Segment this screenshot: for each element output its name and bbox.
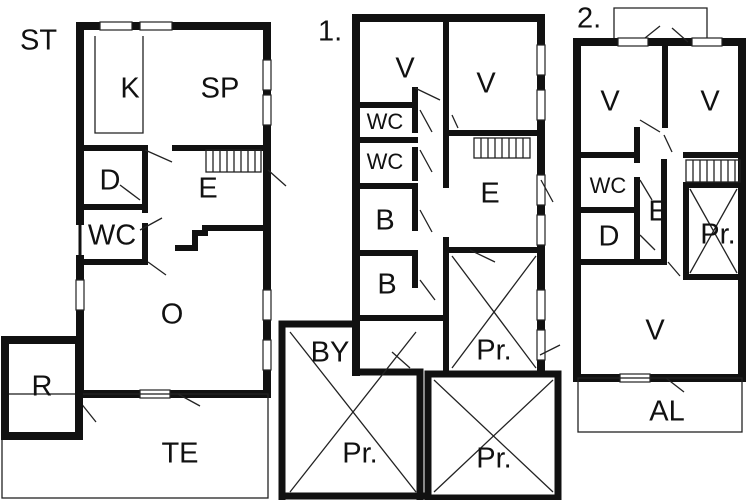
room-label-wc-2: WC: [367, 149, 404, 174]
room-label-terrace: TE: [161, 438, 198, 470]
room-label-hall: E: [480, 178, 499, 210]
room-label-wc: WC: [88, 220, 136, 252]
room-label-d: D: [599, 221, 620, 253]
first-floor-plan: 1. V V WC WC E B B Pr. BY Pr. Pr.: [278, 14, 562, 500]
room-label-hall: E: [198, 173, 217, 205]
room-label-balcony: BY: [311, 337, 350, 369]
room-label-r: R: [32, 371, 53, 403]
room-label-d: D: [100, 165, 121, 197]
room-label-kitchen: K: [120, 73, 140, 105]
ground-floor-title: ST: [20, 25, 57, 57]
second-floor-title: 2.: [577, 3, 601, 35]
room-label-wc-1: WC: [367, 109, 404, 134]
room-label-storage: Pr.: [476, 335, 511, 367]
room-label-bath-1: B: [375, 205, 394, 237]
first-floor-title: 1.: [318, 16, 342, 48]
room-label-bath-2: B: [377, 269, 396, 301]
room-label-dining: SP: [201, 73, 240, 105]
room-label-storage-lower-right: Pr.: [476, 443, 511, 475]
room-label-hall: E: [648, 196, 667, 228]
room-label-bedroom-1: V: [600, 86, 620, 118]
room-label-bedroom-2: V: [700, 86, 720, 118]
room-label-wc: WC: [590, 173, 627, 198]
room-label-bedroom-1: V: [395, 53, 415, 85]
room-label-living: V: [645, 315, 665, 347]
room-label-bedroom-2: V: [476, 68, 496, 100]
room-label-storage-lower-left: Pr.: [342, 438, 377, 470]
ground-floor-plan: ST K SP D E WC O R TE: [1, 21, 287, 499]
second-floor-plan: 2. V V WC E D Pr. V AL: [573, 3, 746, 433]
room-label-storage: Pr.: [700, 219, 735, 251]
room-label-balcony: AL: [649, 396, 684, 428]
room-label-living: O: [161, 299, 184, 331]
